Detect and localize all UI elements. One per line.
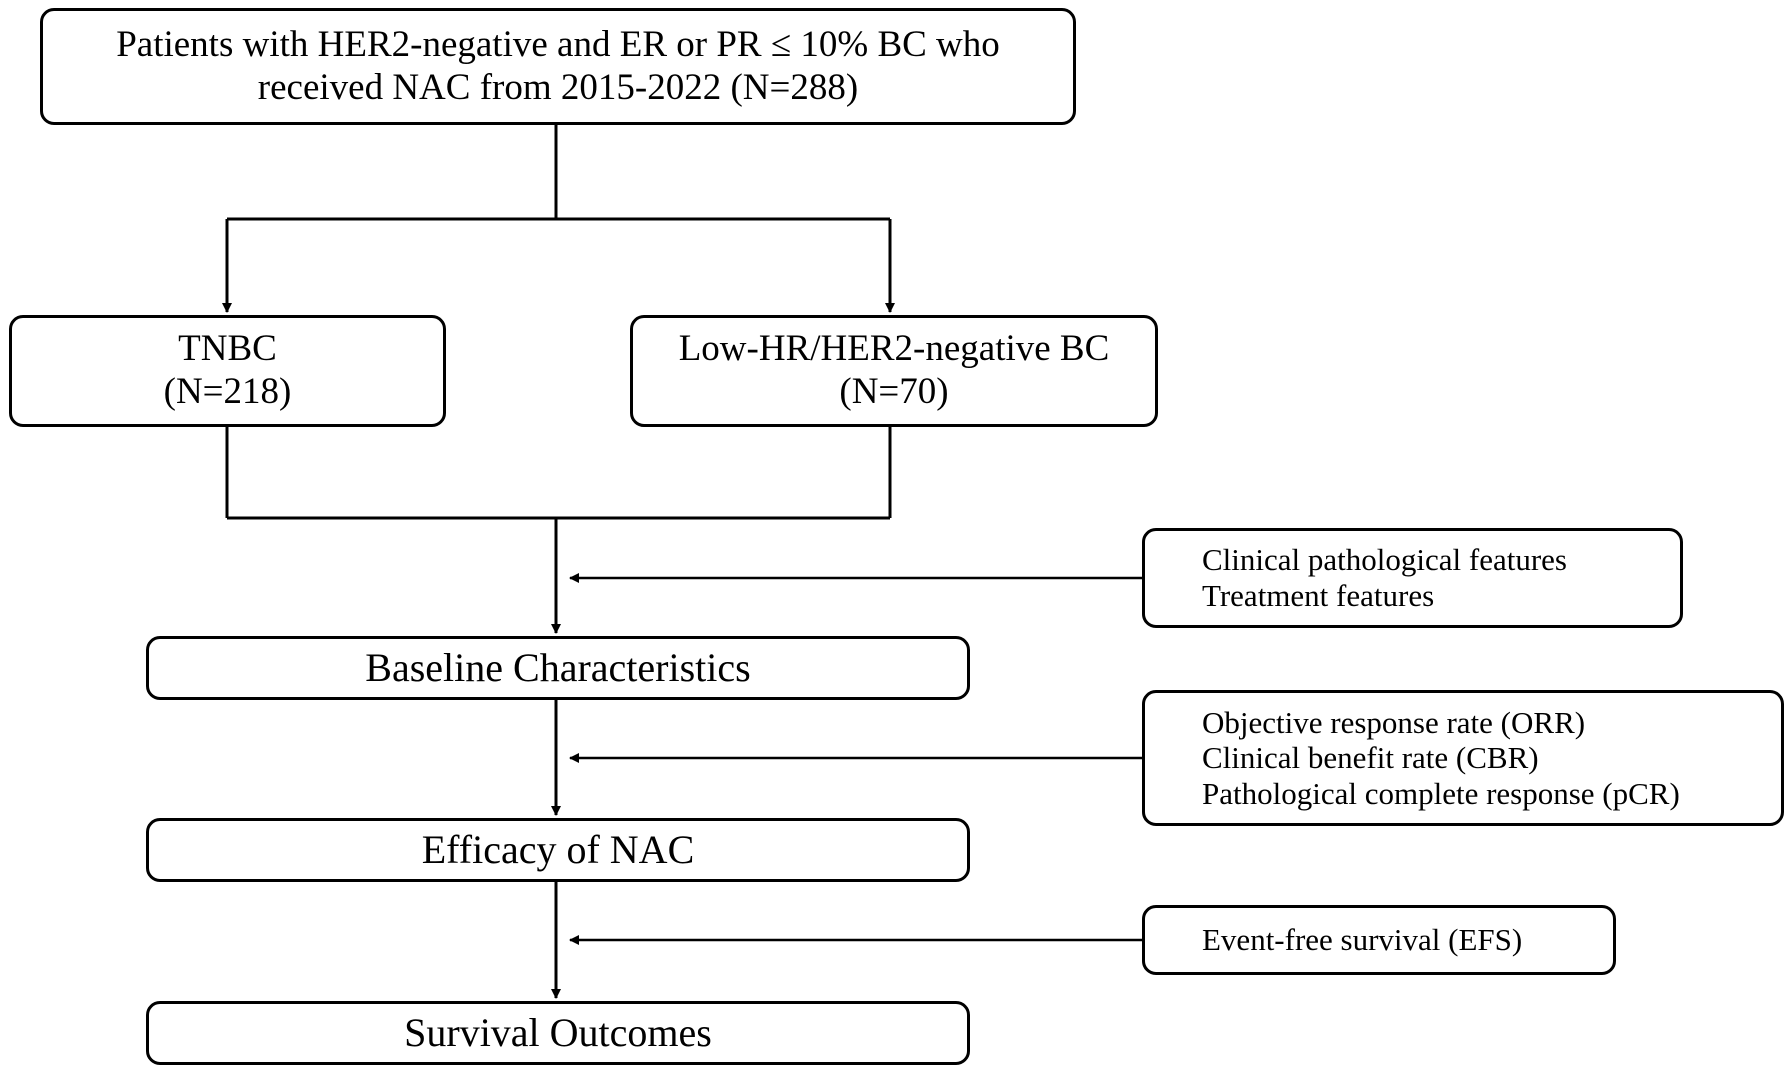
side-note-item: Clinical pathological features <box>1202 542 1567 578</box>
side-note-item: Objective response rate (ORR) <box>1202 704 1586 740</box>
group-box-tnbc: TNBC (N=218) <box>9 315 446 427</box>
stage-efficacy-label: Efficacy of NAC <box>421 827 695 872</box>
group-low-hr-count: (N=70) <box>839 371 949 412</box>
cohort-line-1: Patients with HER2-negative and ER or PR… <box>116 23 1000 65</box>
side-note-survival: Event-free survival (EFS) <box>1142 905 1616 975</box>
stage-box-survival: Survival Outcomes <box>146 1001 970 1065</box>
group-low-hr-label: Low-HR/HER2-negative BC <box>678 328 1110 370</box>
stage-box-baseline: Baseline Characteristics <box>146 636 970 700</box>
stage-box-efficacy: Efficacy of NAC <box>146 818 970 882</box>
group-tnbc-count: (N=218) <box>163 371 292 412</box>
side-note-item: Treatment features <box>1202 578 1435 613</box>
cohort-line-2: received NAC from 2015-2022 (N=288) <box>257 66 859 108</box>
cohort-box: Patients with HER2-negative and ER or PR… <box>40 8 1076 125</box>
side-note-item: Clinical benefit rate (CBR) <box>1202 740 1539 776</box>
side-note-item: Event-free survival (EFS) <box>1202 922 1523 958</box>
group-tnbc-label: TNBC <box>178 328 277 370</box>
stage-survival-label: Survival Outcomes <box>404 1010 712 1055</box>
group-box-low-hr: Low-HR/HER2-negative BC (N=70) <box>630 315 1158 427</box>
side-note-baseline: Clinical pathological features Treatment… <box>1142 528 1683 628</box>
stage-baseline-label: Baseline Characteristics <box>365 645 751 690</box>
side-note-item: Pathological complete response (pCR) <box>1202 775 1680 811</box>
side-note-efficacy: Objective response rate (ORR) Clinical b… <box>1142 690 1784 826</box>
